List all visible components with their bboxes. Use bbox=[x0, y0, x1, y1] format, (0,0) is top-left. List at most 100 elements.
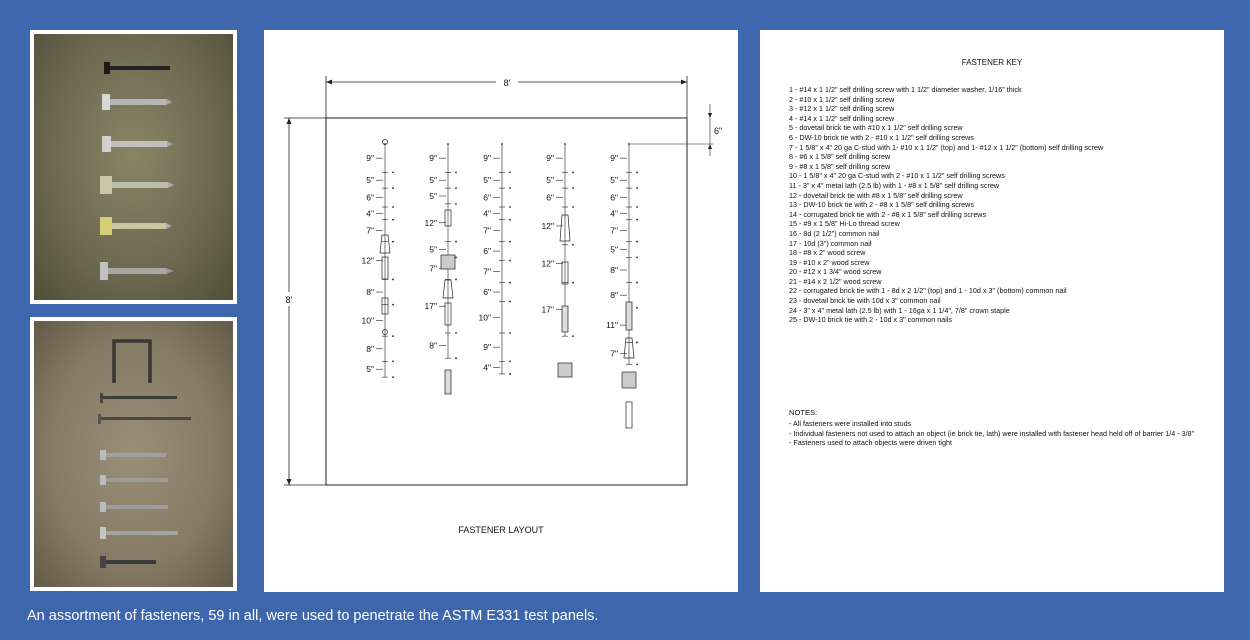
fastener-point bbox=[636, 187, 638, 190]
corrugated-tie-symbol bbox=[444, 369, 452, 395]
nails-photo bbox=[30, 317, 237, 591]
fastener-point bbox=[392, 335, 394, 338]
fastener-point bbox=[392, 240, 394, 243]
fastener-point bbox=[509, 187, 511, 190]
spacing-label: 8" bbox=[366, 287, 374, 297]
key-item: 9 - #8 x 1 5/8" self drilling screw bbox=[789, 161, 891, 171]
fastener-point bbox=[509, 300, 511, 303]
dw10-tie-symbol bbox=[561, 261, 569, 285]
spacing-label: 7" bbox=[483, 267, 491, 277]
key-item: 6 - DW-10 brick tie with 2 - #10 x 1 1/2… bbox=[789, 132, 974, 142]
spacing-label: 7" bbox=[610, 226, 618, 236]
screws-photo bbox=[30, 30, 237, 304]
spacing-label: 5" bbox=[366, 175, 374, 185]
spacing-label: 17" bbox=[425, 301, 437, 311]
metal-lath-symbol bbox=[440, 254, 456, 270]
spacing-label: 12" bbox=[362, 256, 374, 266]
key-item: 13 - DW-10 brick tie with 2 - #8 x 1 5/8… bbox=[789, 200, 974, 210]
spacing-label: 9" bbox=[546, 153, 554, 163]
key-item: 1 - #14 x 1 1/2" self drilling screw wit… bbox=[789, 85, 1022, 94]
fastener-point bbox=[509, 373, 511, 375]
spacing-label: 6" bbox=[366, 193, 374, 203]
spacing-label: 11" bbox=[606, 320, 618, 330]
corrugated-tie-symbol bbox=[561, 305, 569, 333]
spacing-label: 8" bbox=[429, 341, 437, 351]
spacing-label: 5" bbox=[429, 175, 437, 185]
key-item: 2 - #10 x 1 1/2" self drilling screw bbox=[789, 94, 895, 104]
fastener-point bbox=[509, 206, 511, 208]
screw-1 bbox=[104, 62, 170, 74]
key-item: 16 - 8d (2 1/2") common nail bbox=[789, 228, 880, 238]
c-stud-symbol bbox=[444, 209, 452, 227]
key-item: 19 - #10 x 2" wood screw bbox=[789, 257, 870, 267]
offset-label: 6" bbox=[714, 126, 722, 136]
fastener-point bbox=[509, 281, 511, 284]
key-item: 25 - DW-10 brick tie with 2 - 10d x 3" c… bbox=[789, 315, 952, 325]
fastener-point bbox=[636, 306, 638, 309]
dovetail-tie-symbol bbox=[442, 279, 454, 299]
metal-lath-symbol bbox=[621, 371, 637, 389]
spacing-label: 5" bbox=[366, 364, 374, 374]
note-item: - Individual fasteners not used to attac… bbox=[789, 428, 1195, 438]
fastener-point bbox=[636, 281, 638, 284]
fastener-point bbox=[572, 171, 574, 174]
fastener-point bbox=[509, 240, 511, 243]
fastener-point bbox=[636, 171, 638, 174]
spacing-label: 5" bbox=[429, 245, 437, 255]
spacing-label: 8" bbox=[610, 265, 618, 275]
dovetail-tie-symbol bbox=[623, 337, 635, 359]
spacing-label: 7" bbox=[429, 263, 437, 273]
spacing-label: 5" bbox=[610, 175, 618, 185]
dovetail-tie-symbol bbox=[559, 214, 571, 242]
fastener-point bbox=[392, 360, 394, 363]
spacing-label: 9" bbox=[366, 153, 374, 163]
nails-illustration bbox=[98, 339, 191, 568]
dw10-tie-symbol bbox=[444, 302, 452, 326]
staple bbox=[112, 339, 152, 383]
spacing-label: 5" bbox=[546, 175, 554, 185]
fastener-point bbox=[392, 187, 394, 190]
fastener-point bbox=[572, 281, 574, 284]
key-item: 24 - 3" x 4" metal lath (2.5 lb) with 1 … bbox=[789, 305, 1010, 315]
screw-d bbox=[100, 527, 178, 539]
fastener-point bbox=[509, 360, 511, 363]
spacing-label: 9" bbox=[483, 342, 491, 352]
spacing-label: 6" bbox=[483, 193, 491, 203]
spacing-label: 4" bbox=[483, 208, 491, 218]
fastener-point bbox=[455, 171, 457, 174]
screw-6 bbox=[100, 262, 174, 280]
fastener-point bbox=[636, 206, 638, 208]
fastener-point bbox=[572, 243, 574, 246]
dovetail-tie-symbol bbox=[379, 234, 391, 254]
key-item: 18 - #8 x 2" wood screw bbox=[789, 248, 866, 258]
spacing-label: 8" bbox=[366, 344, 374, 354]
fastener-point bbox=[636, 218, 638, 221]
nail-2 bbox=[98, 414, 191, 424]
fastener-point bbox=[392, 171, 394, 174]
layout-title: FASTENER LAYOUT bbox=[458, 525, 544, 535]
spacing-label: 5" bbox=[610, 245, 618, 255]
spacing-label: 4" bbox=[610, 208, 618, 218]
spacing-label: 12" bbox=[542, 259, 554, 269]
fastener-column: 9"5"6"4"7"12"8"10"8"5" bbox=[362, 143, 394, 378]
fastener-point bbox=[509, 218, 511, 221]
fastener-layout-drawing: 8' 8' 6" 9"5"6"4"7"12"8"10"8"5"9"5"5"12"… bbox=[281, 75, 722, 535]
key-item: 10 - 1 5/8" x 4" 20 ga C-stud with 2 - #… bbox=[789, 171, 1005, 181]
spacing-label: 10" bbox=[362, 315, 374, 325]
fastener-point bbox=[572, 335, 574, 338]
fastener-point bbox=[636, 240, 638, 243]
caption: An assortment of fasteners, 59 in all, w… bbox=[27, 608, 599, 624]
spacing-label: 10" bbox=[479, 312, 491, 322]
spacing-label: 6" bbox=[610, 193, 618, 203]
screw-5 bbox=[100, 217, 172, 235]
screw-e bbox=[100, 556, 156, 568]
width-label: 8' bbox=[504, 78, 511, 88]
key-item: 20 - #12 x 1 3/4" wood screw bbox=[789, 267, 882, 277]
fastener-column: 9"5"6"4"7"5"8"8"11"7" bbox=[606, 143, 638, 366]
spacing-label: 12" bbox=[425, 218, 437, 228]
spacing-label: 4" bbox=[366, 208, 374, 218]
fastener-point bbox=[636, 363, 638, 366]
nail-1 bbox=[100, 393, 177, 403]
key-item: 12 - dovetail brick tie with #8 x 1 5/8"… bbox=[789, 190, 963, 200]
key-item: 15 - #9 x 1 5/8" Hi-Lo thread screw bbox=[789, 219, 900, 229]
